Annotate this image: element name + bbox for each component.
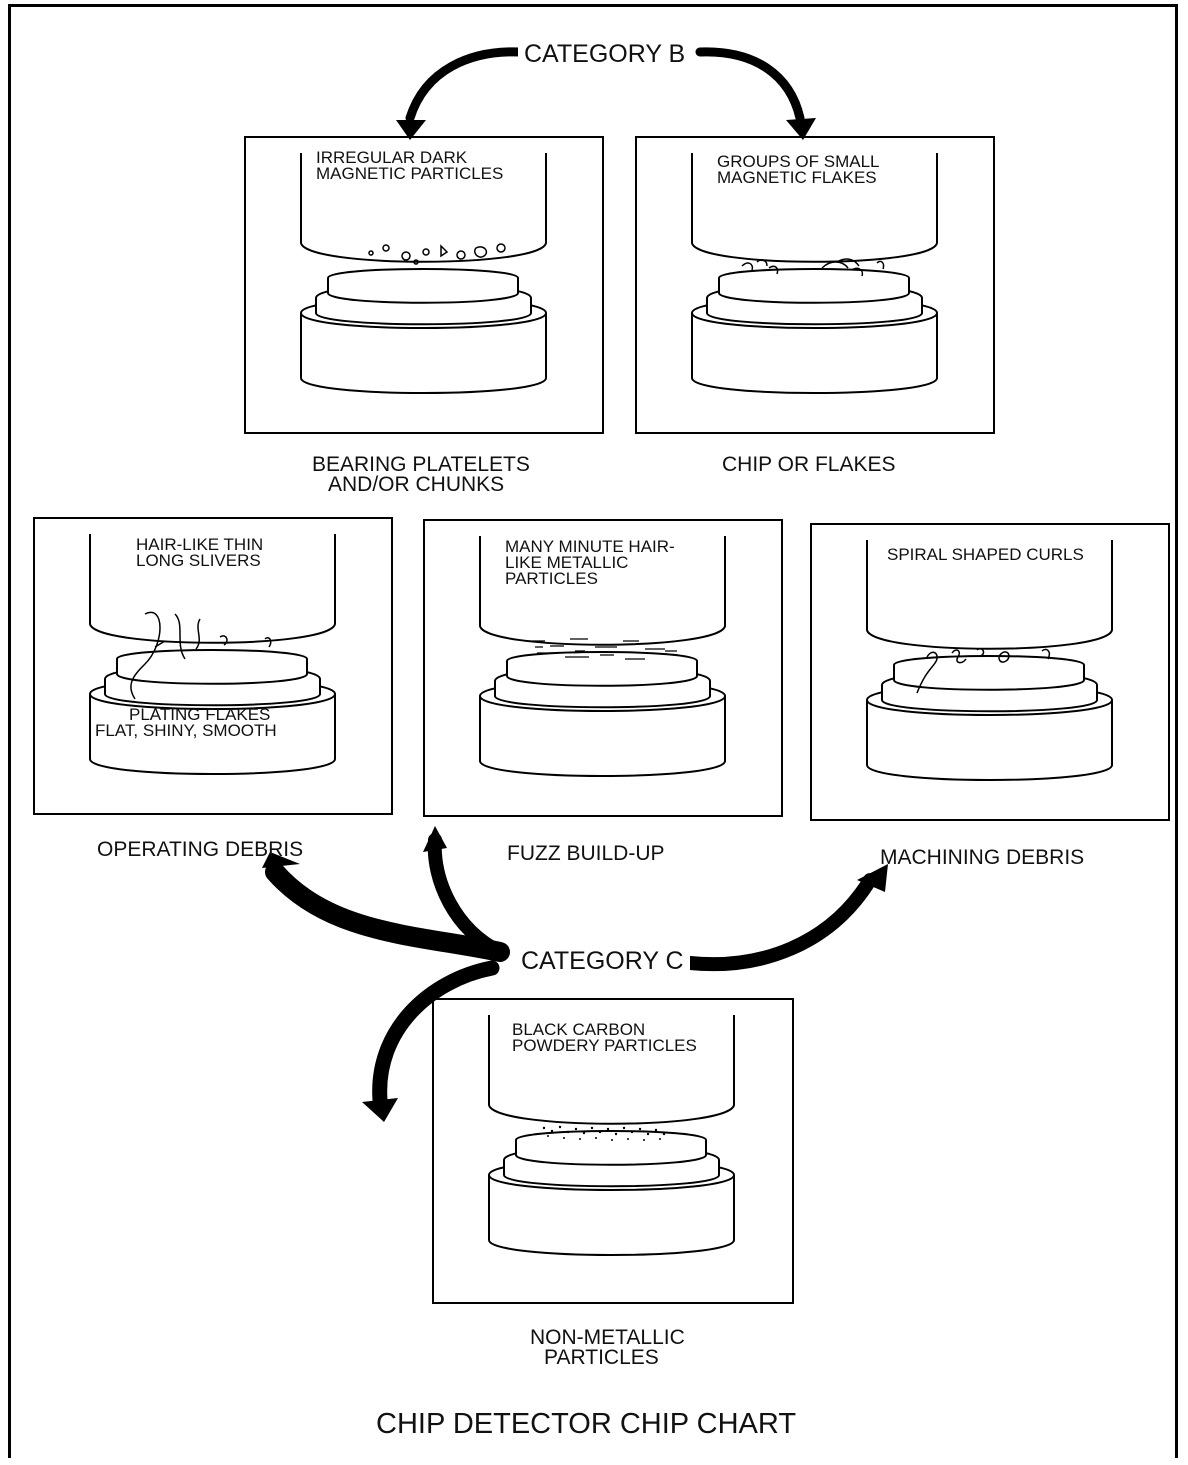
chart-title: CHIP DETECTOR CHIP CHART	[376, 1408, 797, 1440]
panel-chip-inner-1: GROUPS OF SMALL	[717, 152, 880, 171]
caption-machining: MACHINING DEBRIS	[880, 846, 1085, 869]
panel-chip-inner-2: MAGNETIC FLAKES	[717, 168, 877, 187]
caption-fuzz: FUZZ BUILD-UP	[507, 842, 665, 865]
panel-nonmetallic-inner-2: POWDERY PARTICLES	[512, 1036, 697, 1055]
diagram-frame	[8, 4, 1178, 1458]
caption-operating: OPERATING DEBRIS	[97, 838, 304, 861]
panel-bearing-inner-2: MAGNETIC PARTICLES	[316, 164, 504, 183]
panel-machining-inner-1: SPIRAL SHAPED CURLS	[887, 545, 1084, 564]
panel-bearing: IRREGULAR DARK MAGNETIC PARTICLES	[244, 136, 604, 439]
panel-bearing-inner-1: IRREGULAR DARK	[316, 148, 468, 167]
panel-fuzz-inner-2: LIKE METALLIC	[505, 553, 629, 572]
caption-chip: CHIP OR FLAKES	[722, 453, 896, 476]
panel-fuzz: MANY MINUTE HAIR- LIKE METALLIC PARTICLE…	[423, 519, 783, 822]
caption-nonmetallic-2: PARTICLES	[544, 1346, 659, 1369]
arrow-b-right	[695, 47, 805, 123]
arrow-c-operating	[265, 862, 510, 962]
arrow-c-nonmetallic	[372, 960, 500, 1108]
category-c-label: CATEGORY C	[515, 947, 690, 976]
arrowhead-b-right	[786, 118, 816, 140]
panel-fuzz-inner-1: MANY MINUTE HAIR-	[505, 537, 675, 556]
category-b-label: CATEGORY B	[518, 40, 692, 69]
panel-nonmetallic-inner-1: BLACK CARBON	[512, 1020, 646, 1039]
panel-fuzz-inner-3: PARTICLES	[505, 569, 598, 588]
panel-operating-inner-2: LONG SLIVERS	[136, 551, 261, 570]
panel-operating-inner-lower-1: PLATING FLAKES	[129, 705, 271, 724]
arrowhead-b-left	[396, 120, 426, 140]
arrowhead-c-fuzz	[423, 826, 447, 852]
caption-bearing-2: AND/OR CHUNKS	[328, 473, 505, 496]
caption-bearing-1: BEARING PLATELETS	[312, 453, 530, 476]
caption-nonmetallic-1: NON-METALLIC	[530, 1326, 685, 1349]
arrow-c-fuzz	[427, 833, 507, 959]
panel-machining: SPIRAL SHAPED CURLS	[810, 523, 1170, 826]
arrowhead-c-machining	[857, 864, 888, 892]
arrow-b-left	[405, 47, 525, 123]
arrowhead-c-nonmetallic	[362, 1098, 398, 1122]
panel-operating: HAIR-LIKE THIN LONG SLIVERS PLATING FLAK…	[33, 517, 393, 820]
panel-nonmetallic: BLACK CARBON POWDERY PARTICLES	[432, 998, 794, 1309]
arrowhead-c-operating	[262, 852, 300, 868]
panel-operating-inner-lower-2: FLAT, SHINY, SMOOTH	[95, 721, 277, 740]
panel-operating-inner-1: HAIR-LIKE THIN	[136, 535, 264, 554]
arrow-c-machining	[683, 873, 877, 972]
panel-chip: GROUPS OF SMALL MAGNETIC FLAKES	[635, 136, 995, 439]
